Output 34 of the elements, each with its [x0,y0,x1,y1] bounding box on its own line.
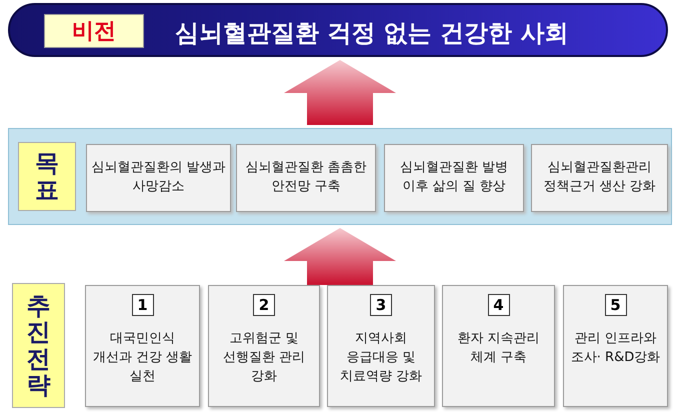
box-text: 지역사회 응급대응 및 치료역량 강화 [338,330,424,386]
strategy-box [85,285,200,407]
box-text: 관리 인프라와 조사· R&D강화 [570,330,662,367]
arrow [284,60,396,125]
goal-box [531,144,668,212]
number-badge: 2 [253,294,275,316]
heading-text: 목표 [35,150,59,203]
box-text: 심뇌혈관질환 발병 이후 삶의 질 향상 [398,159,510,196]
box-text: 심뇌혈관질환의 발생과 사망감소 [90,159,227,196]
goal-box [384,144,524,212]
box-text: 환자 지속관리 체계 구축 [456,330,541,367]
strategy-box [208,285,320,407]
box-text: 대국민인식 개선과 건강 생활 실천 [92,330,194,386]
label-box [44,14,144,48]
arrow [284,228,396,285]
box-text: 고위험군 및 선행질환 관리 강화 [222,330,306,386]
goal-box [236,144,376,212]
strategy-box [563,285,668,407]
number-badge: 1 [132,294,154,316]
strategy-box [442,285,555,407]
number-badge: 3 [370,294,392,316]
label-box [18,142,76,211]
number-badge: 5 [604,294,626,316]
vision-banner [8,3,668,57]
strategy-box [327,285,435,407]
goal-box [86,144,231,212]
vision-text: 심뇌혈관질환 걱정 없는 건강한 사회 [175,18,568,49]
heading-text: 비전 [72,18,116,46]
label-box [12,283,65,408]
heading-text: 추진전략 [26,292,50,398]
goal-panel [8,128,672,225]
box-text: 심뇌혈관질환관리 정책근거 생산 강화 [542,159,657,196]
box-text: 심뇌혈관질환 촘촘한 안전망 구축 [244,159,368,196]
number-badge: 4 [488,294,510,316]
